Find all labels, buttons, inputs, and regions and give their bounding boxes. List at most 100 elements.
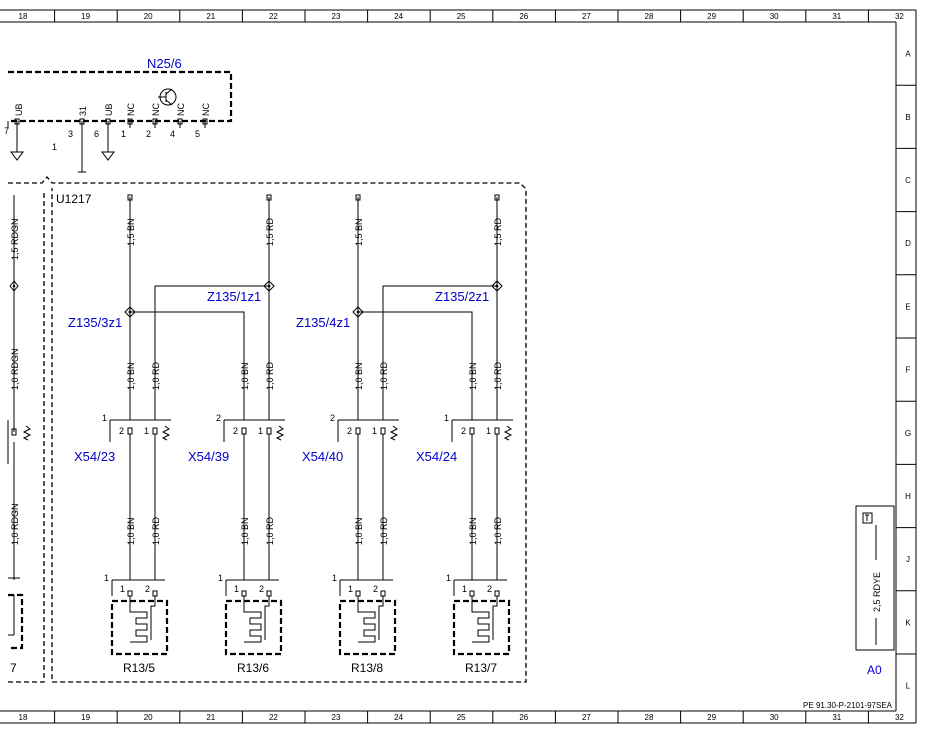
row-label: F — [906, 366, 911, 375]
heater-label: R13/5 — [123, 661, 155, 675]
row-label: J — [906, 555, 910, 564]
heater-index: 1 — [332, 573, 337, 583]
column-label-bottom: 29 — [707, 713, 716, 722]
pin-number-1: 1 — [121, 129, 126, 139]
bottom-wire-label: 1,0 RD — [151, 516, 161, 545]
connector-index: 1 — [102, 413, 107, 423]
connector-pin: 2 — [461, 426, 466, 436]
pin-label-nc-1: NC — [126, 103, 136, 116]
connector-label: X54/39 — [188, 449, 229, 464]
bottom-wire-label: 1,0 RD — [379, 516, 389, 545]
heater-element-box — [338, 599, 397, 656]
heater-pin: 1 — [234, 584, 239, 594]
ground-icon-left — [10, 151, 24, 161]
top-wire: 1,5 BN — [354, 194, 364, 360]
column-label-top: 20 — [144, 12, 153, 21]
connector-pin: 2 — [347, 426, 352, 436]
splice-z135-3z1: Z135/3z1 — [68, 306, 245, 360]
column-label-bottom: 20 — [144, 713, 153, 722]
heater-label: R13/8 — [351, 661, 383, 675]
column-label-bottom: 30 — [770, 713, 779, 722]
mid-wire-label: 1,0 RD — [265, 361, 275, 390]
column-label-bottom: 24 — [394, 713, 403, 722]
column-label-top: 19 — [81, 12, 90, 21]
pin-label-ub: UB — [104, 103, 114, 116]
column-label-top: 24 — [394, 12, 403, 21]
mid-wire-label: 1,0 BN — [126, 362, 136, 390]
column-label-top: 31 — [832, 12, 841, 21]
connector-label: X54/24 — [416, 449, 457, 464]
bottom-wire-label: 1,0 BN — [240, 517, 250, 545]
connector-pin: 1 — [486, 426, 491, 436]
transistor-icon — [158, 88, 177, 106]
pin-label-ub-left: UB — [14, 103, 24, 116]
row-label: H — [905, 492, 911, 501]
heater-pin: 2 — [145, 584, 150, 594]
heater-element-box — [224, 599, 283, 656]
bottom-wire-label: 1,0 RD — [493, 516, 503, 545]
connector-pin: 1 — [372, 426, 377, 436]
heater-index: 1 — [104, 573, 109, 583]
bottom-wire-label: 1,0 BN — [126, 517, 136, 545]
connector-index: 1 — [444, 413, 449, 423]
module-n25-label: N25/6 — [147, 56, 182, 71]
spring-contact-icon — [389, 425, 399, 441]
column-label-top: 22 — [269, 12, 278, 21]
pin-number-3: 3 — [68, 129, 73, 139]
row-label: D — [905, 239, 911, 248]
splice-z135-2z1: Z135/2z1 — [382, 280, 503, 360]
housing-u1217: U1217 — [8, 175, 527, 683]
ground-icon-right — [101, 151, 115, 161]
connector-pin: 1 — [144, 426, 149, 436]
row-label: B — [905, 113, 910, 122]
row-label: K — [905, 618, 911, 627]
module-n25-6: N25/6 UB 31 UB NC NC NC NC — [4, 56, 233, 173]
spring-contact-icon — [503, 425, 513, 441]
mid-wire-label: 1,0 BN — [354, 362, 364, 390]
pin-label-nc-2: NC — [151, 103, 161, 116]
bottom-wire-label: 1,0 RD — [265, 516, 275, 545]
column-label-bottom: 25 — [457, 713, 466, 722]
top-wire-label: 1,5 BN — [354, 218, 364, 246]
heater-label: R13/6 — [237, 661, 269, 675]
splice-label: Z135/1z1 — [207, 289, 261, 304]
column-label-top: 25 — [457, 12, 466, 21]
bottom-wire-label: 1,0 BN — [468, 517, 478, 545]
connector-label: X54/40 — [302, 449, 343, 464]
frame: 1818191920202121222223232424252526262727… — [0, 9, 917, 724]
column-label-bottom: 27 — [582, 713, 591, 722]
left-wire-top: 1,5 RDGN — [10, 218, 20, 260]
reference-label: A0 — [867, 663, 882, 677]
column-label-bottom: 22 — [269, 713, 278, 722]
heater-pin: 2 — [487, 584, 492, 594]
module-wire-number: 1 — [52, 142, 57, 152]
splice-z135-4z1: Z135/4z1 — [296, 306, 473, 360]
heater-pin: 2 — [373, 584, 378, 594]
column-label-bottom: 18 — [19, 713, 28, 722]
connector-index: 2 — [216, 413, 221, 423]
row-label: L — [906, 682, 911, 691]
column-label-bottom: 19 — [81, 713, 90, 722]
splice-label: Z135/2z1 — [435, 289, 489, 304]
mid-wire-label: 1,0 BN — [468, 362, 478, 390]
pin-number-left: 7 — [4, 126, 9, 136]
pin-number-5: 5 — [195, 129, 200, 139]
column-label-bottom: 21 — [206, 713, 215, 722]
pin-label-nc-4: NC — [201, 103, 211, 116]
column-label-bottom: 26 — [519, 713, 528, 722]
column-label-top: 27 — [582, 12, 591, 21]
mid-wire-label: 1,0 BN — [240, 362, 250, 390]
heater-element-box — [452, 599, 511, 656]
column-label-bottom: 23 — [332, 713, 341, 722]
splice-z135-1z1: Z135/1z1 — [154, 280, 275, 360]
mid-wire-label: 1,0 RD — [493, 361, 503, 390]
column-label-top: 28 — [645, 12, 654, 21]
column-label-top: 26 — [519, 12, 528, 21]
heater-index: 1 — [218, 573, 223, 583]
column-label-top: 21 — [206, 12, 215, 21]
heater-pin: 1 — [120, 584, 125, 594]
